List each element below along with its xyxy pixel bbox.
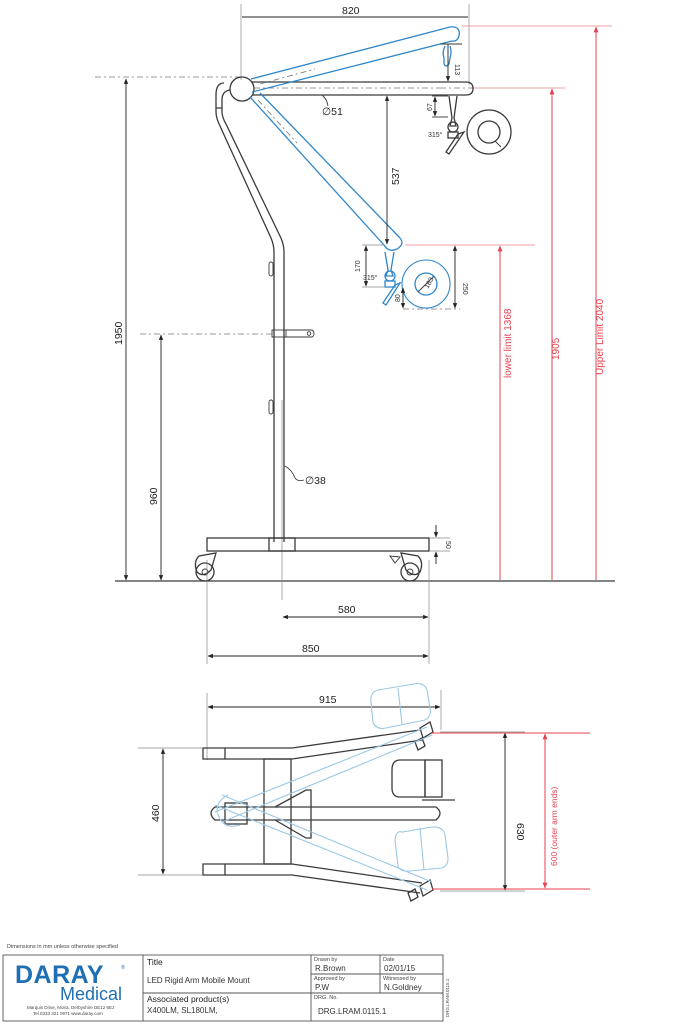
stand-column: ∅38: [215, 82, 326, 600]
svg-text:315°: 315°: [363, 274, 378, 282]
svg-text:460: 460: [150, 804, 162, 822]
svg-text:Witnessed by: Witnessed by: [383, 976, 416, 982]
svg-text:580: 580: [338, 604, 356, 616]
svg-text:80: 80: [395, 294, 402, 302]
title-block: Dimensions in mm unless otherwise specif…: [2, 944, 450, 1022]
logo-medical: Medical: [60, 984, 122, 1004]
top-view: 915 460: [138, 683, 590, 902]
svg-text:lower limit 1368: lower limit 1368: [503, 308, 514, 378]
svg-text:DRG.LRAM.0115.1: DRG.LRAM.0115.1: [445, 978, 450, 1017]
drawing-title: LED Rigid Arm Mobile Mount: [147, 976, 250, 985]
witnessed-by: N.Goldney: [384, 983, 422, 992]
svg-text:Upper Limit 2040: Upper Limit 2040: [595, 298, 606, 375]
svg-text:®: ®: [121, 964, 125, 971]
dim-mount-height: 960: [140, 333, 272, 581]
svg-text:Date: Date: [383, 957, 395, 963]
svg-text:183: 183: [424, 276, 436, 290]
arm-horizontal: ∅51: [252, 81, 474, 118]
svg-text:50: 50: [444, 541, 451, 549]
svg-text:∅38: ∅38: [305, 475, 326, 487]
drawn-by: R.Brown: [315, 964, 346, 973]
svg-text:600 (outer arm ends): 600 (outer arm ends): [549, 786, 559, 866]
svg-text:1950: 1950: [113, 321, 125, 345]
associated-products: X400LM, SL180LM,: [147, 1006, 218, 1015]
drawing-date: 02/01/15: [384, 964, 416, 973]
lamp-head-lower: 183 170 315° 80 250: [355, 244, 468, 310]
svg-text:Approved by: Approved by: [314, 976, 345, 982]
svg-text:Drawn by: Drawn by: [314, 957, 337, 963]
logo-daray: DARAY: [15, 961, 104, 989]
side-view: 820 ∅38: [95, 4, 615, 664]
svg-text:Title: Title: [147, 957, 163, 967]
svg-text:Tel 0333 321 0971 www.daray.c: Tel 0333 321 0971 www.daray.com: [33, 1011, 103, 1016]
arm-raised-position: 113: [250, 26, 462, 93]
svg-text:DRG. No.: DRG. No.: [314, 995, 338, 1001]
arm-lowered-position: 537: [249, 92, 403, 251]
dim-base-lengths: 580 850: [206, 560, 430, 664]
svg-text:630: 630: [514, 823, 526, 841]
base-side: 50: [194, 525, 451, 582]
drawing-number: DRG.LRAM.0115.1: [318, 1007, 387, 1016]
svg-text:Associated product(s): Associated product(s): [147, 994, 229, 1004]
svg-text:850: 850: [302, 643, 320, 655]
svg-text:Marquis Drive, Moira, Derbyshi: Marquis Drive, Moira, Derbyshire DE12 6E…: [27, 1005, 114, 1010]
svg-text:113: 113: [453, 64, 460, 75]
svg-text:250: 250: [461, 283, 468, 295]
units-note: Dimensions in mm unless otherwise specif…: [7, 944, 118, 950]
lamp-head-upper: 67 315°: [427, 95, 512, 155]
svg-text:∅51: ∅51: [322, 106, 343, 118]
approved-by: P.W: [315, 983, 330, 992]
svg-text:170: 170: [355, 260, 362, 272]
svg-text:960: 960: [148, 487, 160, 505]
svg-text:915: 915: [319, 694, 337, 706]
height-limits: Upper Limit 2040 1905 lower limit 1368: [405, 25, 612, 580]
svg-text:67: 67: [427, 103, 434, 111]
dim-overall-height: 1950: [113, 78, 129, 581]
pivot-hub: [229, 76, 255, 102]
svg-text:820: 820: [342, 5, 360, 17]
svg-text:1905: 1905: [551, 337, 562, 360]
svg-text:537: 537: [390, 167, 402, 185]
svg-text:315°: 315°: [428, 131, 443, 139]
dim-arm-reach: 820: [240, 4, 470, 85]
